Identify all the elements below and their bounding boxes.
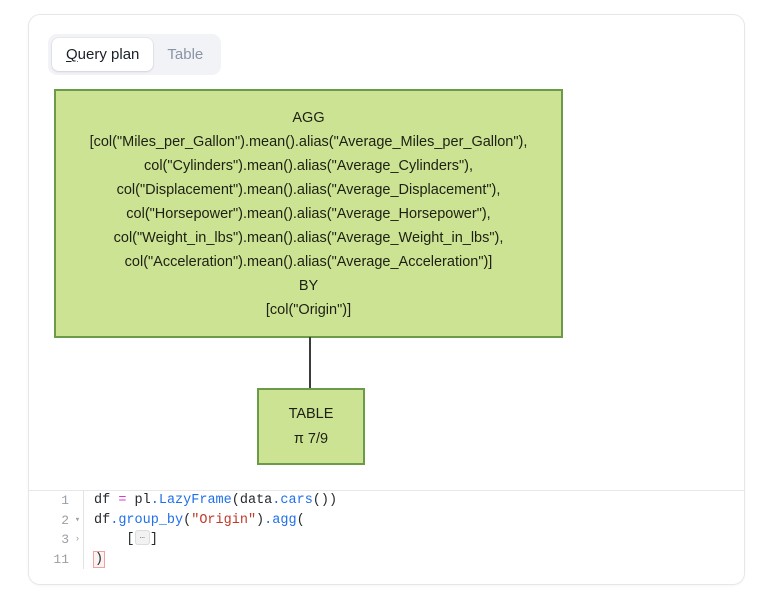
fold-toggle-collapsed-icon[interactable]: › — [74, 534, 81, 544]
code-text[interactable]: ) — [92, 550, 106, 570]
plan-node-agg[interactable]: AGG [col("Miles_per_Gallon").mean().alia… — [54, 89, 563, 338]
code-token: ] — [149, 532, 159, 547]
code-token: (data — [231, 493, 273, 508]
code-token: LazyFrame — [158, 493, 232, 508]
agg-expr-line-4: col("Horsepower").mean().alias("Average_… — [126, 205, 491, 222]
line-number: 2 — [61, 512, 69, 528]
line-number: 11 — [53, 551, 69, 567]
code-token: = — [118, 493, 127, 508]
code-editor[interactable]: 1 df = pl.LazyFrame(data.cars()) 2 ▾ df.… — [29, 491, 744, 584]
code-token: group_by — [118, 512, 184, 528]
gutter-separator — [83, 491, 84, 511]
code-token: df — [94, 493, 119, 508]
code-line: 1 df = pl.LazyFrame(data.cars()) — [29, 491, 744, 511]
agg-by-expression: [col("Origin")] — [265, 301, 352, 318]
plan-node-table[interactable]: TABLE π 7/9 — [257, 388, 365, 465]
code-token: . — [272, 493, 281, 508]
tab-query-plan-accesskey: Q — [66, 46, 78, 63]
fold-toggle-open-icon[interactable]: ▾ — [74, 514, 81, 525]
panel-divider — [29, 490, 744, 491]
code-token: ) — [256, 512, 265, 528]
table-node-title: TABLE — [288, 405, 334, 422]
agg-expr-line-5: col("Weight_in_lbs").mean().alias("Avera… — [113, 229, 504, 246]
code-line: 11 ) — [29, 549, 744, 570]
code-token: pl — [126, 493, 151, 508]
code-token: ( — [183, 512, 192, 528]
edge-agg-to-table — [309, 337, 311, 388]
code-token: agg — [272, 512, 297, 528]
code-token: ( — [296, 512, 305, 528]
code-token: cars — [280, 493, 313, 508]
code-token: df — [94, 512, 111, 528]
query-plan-diagram: AGG [col("Miles_per_Gallon").mean().alia… — [29, 15, 744, 490]
code-token: "Origin" — [191, 512, 257, 528]
code-line: 3 › […] — [29, 529, 744, 550]
gutter-separator — [83, 530, 84, 550]
matching-bracket: ) — [92, 550, 106, 568]
gutter-separator — [83, 510, 84, 530]
agg-expr-line-3: col("Displacement").mean().alias("Averag… — [116, 181, 501, 198]
view-tabs: Query plan Table — [48, 34, 222, 75]
tab-query-plan-label: uery plan — [77, 46, 140, 63]
code-text[interactable]: df = pl.LazyFrame(data.cars()) — [94, 491, 337, 511]
code-token: . — [264, 512, 273, 528]
code-token: . — [110, 512, 119, 528]
agg-expr-line-1: [col("Miles_per_Gallon").mean().alias("A… — [89, 133, 528, 150]
code-line: 2 ▾ df.group_by("Origin").agg( — [29, 510, 744, 531]
code-text[interactable]: […] — [94, 529, 159, 550]
agg-expr-line-6: col("Acceleration").mean().alias("Averag… — [124, 253, 493, 270]
gutter-separator — [83, 549, 84, 569]
code-token: ()) — [312, 493, 338, 508]
folded-code-widget[interactable]: … — [134, 529, 150, 545]
line-number: 3 — [61, 532, 69, 547]
code-token: . — [150, 493, 159, 508]
agg-by-keyword: BY — [298, 277, 319, 294]
query-plan-card: Query plan Table AGG [col("Miles_per_Gal… — [28, 14, 745, 585]
agg-expr-line-2: col("Cylinders").mean().alias("Average_C… — [144, 157, 473, 174]
table-node-projection: π 7/9 — [293, 430, 329, 447]
code-text[interactable]: df.group_by("Origin").agg( — [94, 511, 305, 531]
tab-query-plan[interactable]: Query plan — [52, 38, 154, 71]
code-token: [ — [94, 532, 135, 547]
agg-node-title: AGG — [292, 109, 325, 126]
tab-table[interactable]: Table — [153, 38, 217, 71]
line-number: 1 — [61, 493, 69, 508]
